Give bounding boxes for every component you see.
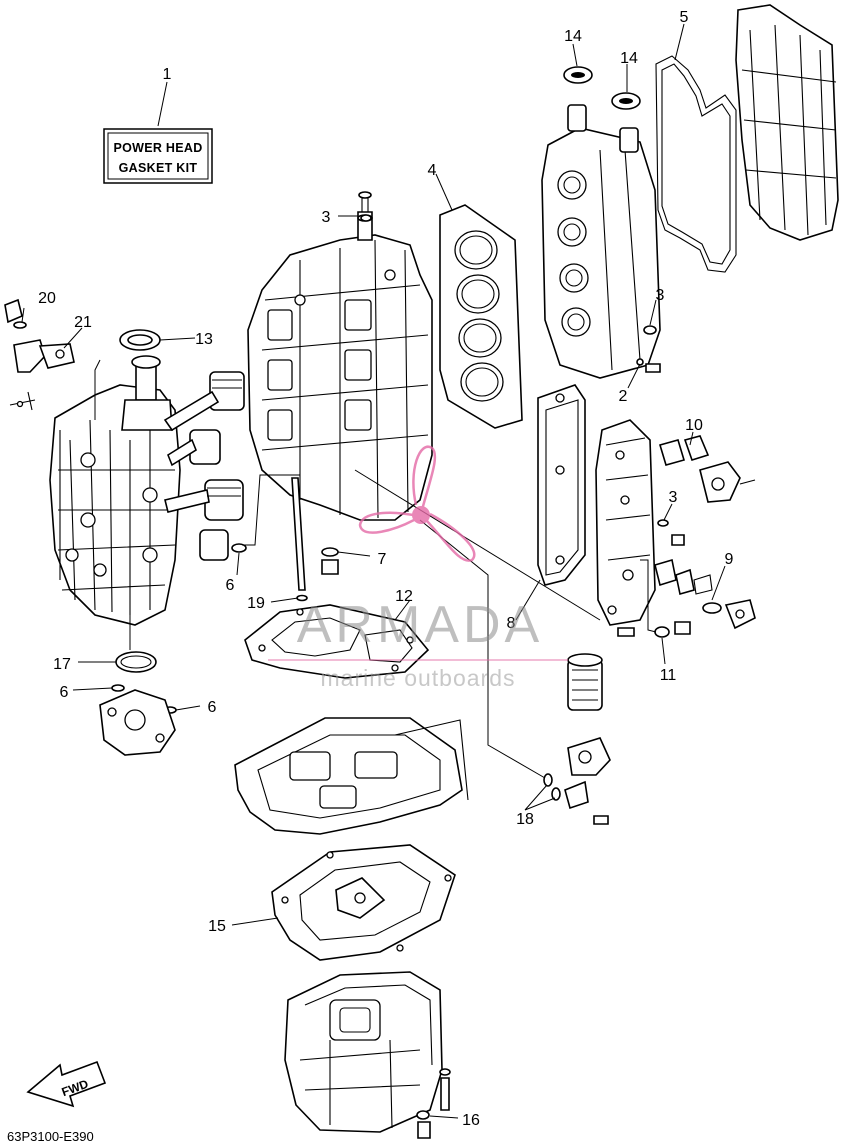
callout-3-top: 3 bbox=[322, 209, 331, 226]
callout-7: 7 bbox=[378, 551, 387, 568]
callout-14-right: 14 bbox=[620, 50, 638, 67]
callout-18: 18 bbox=[516, 811, 534, 828]
o-ring-6-left bbox=[111, 684, 125, 692]
callout-3-head: 3 bbox=[656, 287, 665, 304]
callout-13: 13 bbox=[195, 331, 213, 348]
oil-seal-13 bbox=[119, 329, 161, 351]
callouts: 1 2 3 3 3 4 5 6 6 6 7 8 9 10 11 12 13 14… bbox=[38, 9, 733, 1129]
callout-12: 12 bbox=[395, 588, 413, 605]
exhaust-gasket-8 bbox=[537, 384, 586, 586]
exhaust-cover bbox=[595, 419, 656, 626]
washer-3-top bbox=[360, 214, 372, 222]
callout-2: 2 bbox=[619, 388, 628, 405]
dipstick-tube bbox=[291, 477, 306, 591]
washer-3-right bbox=[657, 519, 669, 527]
collar bbox=[321, 559, 339, 575]
callout-8: 8 bbox=[507, 615, 516, 632]
bolt-16 bbox=[416, 1068, 451, 1139]
drain-plug-20 bbox=[4, 298, 27, 329]
washer-3-head bbox=[643, 325, 657, 335]
diagram-code: 63P3100-E390 bbox=[7, 1129, 94, 1144]
bolt-2 bbox=[645, 363, 661, 373]
watermark-propeller-logo bbox=[358, 445, 476, 562]
callout-6-left: 6 bbox=[60, 684, 69, 701]
head-gasket-4 bbox=[439, 204, 523, 429]
oil-filter bbox=[564, 653, 611, 825]
crankcase-assembly bbox=[9, 339, 245, 626]
oil-pan bbox=[234, 717, 469, 835]
callout-21: 21 bbox=[74, 314, 92, 331]
watermark: ARMADA marine outboards bbox=[268, 445, 568, 691]
thermostat-group bbox=[658, 435, 756, 503]
callout-5: 5 bbox=[680, 9, 689, 26]
oil-pump bbox=[99, 689, 176, 756]
o-ring-7 bbox=[321, 547, 339, 557]
callout-15: 15 bbox=[208, 918, 226, 935]
watermark-tagline: marine outboards bbox=[321, 665, 516, 691]
gasket-kit-label: POWER HEAD GASKET KIT bbox=[103, 128, 213, 184]
o-ring-17 bbox=[115, 651, 157, 673]
gasket-15 bbox=[271, 844, 456, 961]
head-cover-gasket-5 bbox=[655, 55, 737, 273]
callout-6-upper: 6 bbox=[226, 577, 235, 594]
callout-9: 9 bbox=[725, 551, 734, 568]
oil-seal-14-left bbox=[563, 66, 593, 84]
valve-group-9 bbox=[654, 558, 756, 630]
cap-11 bbox=[674, 621, 691, 635]
kit-label-line2: GASKET KIT bbox=[119, 161, 198, 175]
callout-1: 1 bbox=[163, 66, 172, 83]
cylinder-head bbox=[541, 104, 661, 379]
bolt-3-right bbox=[671, 534, 685, 546]
o-ring-18-a bbox=[543, 773, 553, 787]
oil-seal-14-right bbox=[611, 92, 641, 110]
watermark-brand: ARMADA bbox=[297, 596, 543, 654]
bolt-exhaust bbox=[617, 627, 635, 637]
callout-19: 19 bbox=[247, 595, 265, 612]
callout-16: 16 bbox=[462, 1112, 480, 1129]
exhaust-manifold bbox=[284, 971, 443, 1133]
callout-4: 4 bbox=[428, 162, 437, 179]
o-ring-6-upper bbox=[231, 543, 247, 553]
o-ring-18-b bbox=[551, 787, 561, 801]
callout-14-left: 14 bbox=[564, 28, 582, 45]
callout-17: 17 bbox=[53, 656, 71, 673]
fwd-arrow: FWD bbox=[26, 1060, 107, 1108]
head-cover bbox=[735, 4, 839, 241]
callout-10: 10 bbox=[685, 417, 703, 434]
seal-11 bbox=[654, 626, 670, 638]
callout-6-right: 6 bbox=[208, 699, 217, 716]
callout-3-right: 3 bbox=[669, 489, 678, 506]
leader-lines bbox=[21, 23, 726, 1119]
callout-20: 20 bbox=[38, 290, 56, 307]
kit-label-line1: POWER HEAD bbox=[113, 141, 202, 155]
callout-11: 11 bbox=[660, 667, 677, 684]
cylinder-block bbox=[247, 191, 433, 521]
